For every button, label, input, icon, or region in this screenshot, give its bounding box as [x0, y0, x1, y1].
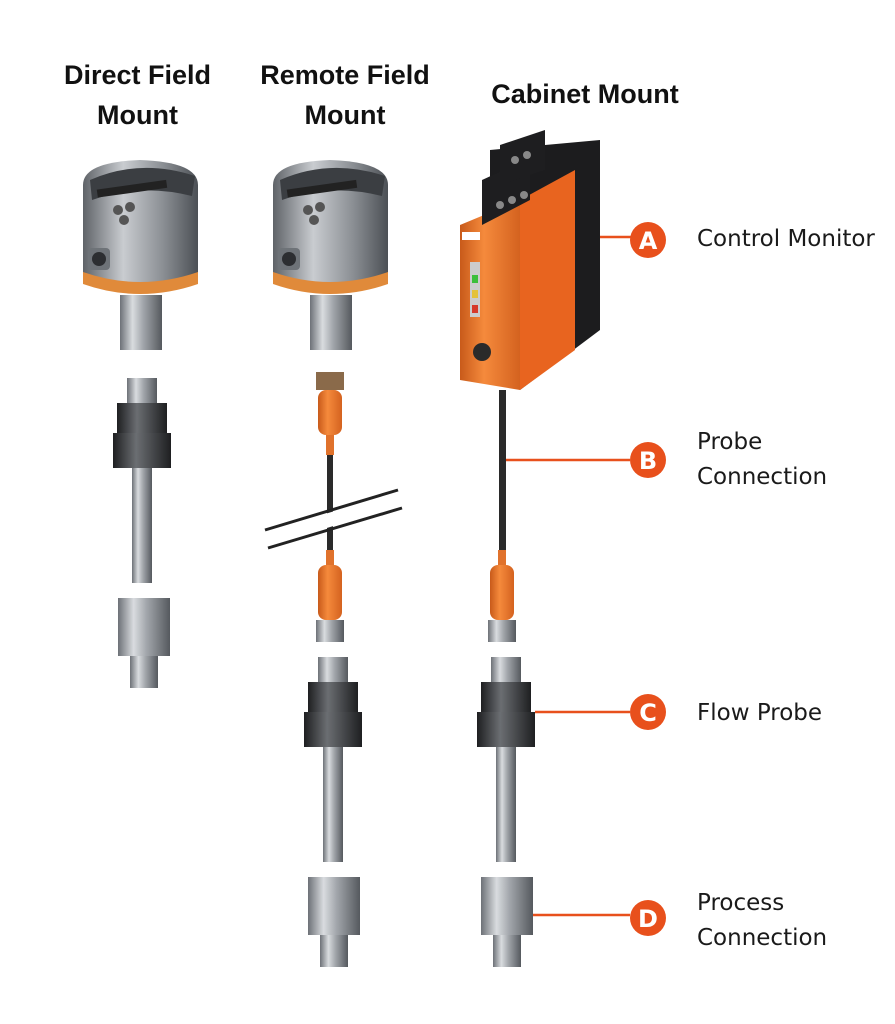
direct-sensor-neck: [120, 295, 162, 350]
callout-d-line1: Process: [697, 890, 785, 916]
remote-sensor-neck: [310, 295, 352, 350]
remote-field-mount-title: Remote Field Mount: [240, 55, 450, 135]
callout-d-marker: D: [533, 900, 666, 936]
remote-cable-connector-bottom: [316, 550, 344, 642]
callout-b-line2: Connection: [697, 464, 828, 490]
cabinet-title-line1: Cabinet Mount: [491, 79, 679, 109]
callout-c-letter: C: [639, 699, 657, 727]
callout-a-letter: A: [639, 227, 658, 255]
remote-sensor-head: [273, 160, 388, 294]
remote-process-connection: [308, 877, 360, 967]
remote-title-line2: Mount: [304, 100, 386, 130]
callout-c-marker: C: [535, 694, 666, 730]
callout-d-line2: Connection: [697, 925, 828, 951]
direct-title-line1: Direct Field: [63, 60, 212, 90]
direct-flow-probe: [113, 378, 171, 583]
remote-flow-probe: [304, 657, 362, 862]
callout-d-letter: D: [638, 905, 658, 933]
remote-cable-connector-top: [316, 372, 344, 455]
cabinet-process-connection: [481, 877, 533, 967]
direct-process-connection: [118, 598, 170, 688]
remote-title-line1: Remote Field: [260, 60, 430, 90]
direct-field-mount-title: Direct Field Mount: [40, 55, 235, 135]
remote-cable: [327, 455, 333, 550]
callout-a-label: Control Monitor: [697, 222, 875, 257]
callout-c-label: Flow Probe: [697, 696, 822, 731]
cabinet-mount-title: Cabinet Mount: [465, 74, 705, 114]
callout-b-marker: B: [506, 442, 666, 478]
callout-b-line1: Probe: [697, 429, 763, 455]
callout-b-letter: B: [639, 447, 657, 475]
callout-a-line1: Control Monitor: [697, 226, 875, 252]
cabinet-probe-cable: [499, 390, 506, 550]
callout-d-label: Process Connection: [697, 886, 827, 956]
cable-break-mark: [264, 488, 403, 550]
control-monitor-unit: [460, 130, 600, 390]
callout-a-marker: A: [600, 222, 666, 258]
cabinet-flow-probe: [477, 657, 535, 862]
direct-sensor-head: [83, 160, 198, 294]
direct-title-line2: Mount: [97, 100, 178, 130]
cabinet-cable-connector: [488, 550, 516, 642]
callout-c-line1: Flow Probe: [697, 700, 823, 726]
callout-b-label: Probe Connection: [697, 425, 827, 495]
